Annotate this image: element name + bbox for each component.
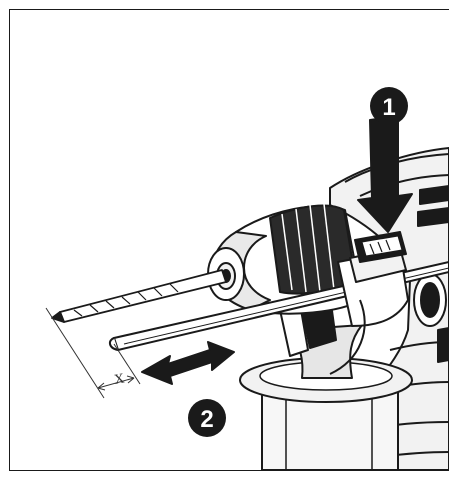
dimension-x — [45, 307, 141, 399]
drill-bit — [51, 269, 227, 323]
step-1-callout: 1 — [370, 87, 408, 125]
depth-stop-clamp — [329, 231, 409, 375]
dimension-x-label: X — [113, 371, 126, 388]
press-down-arrow — [357, 115, 413, 233]
step-2-callout: 2 — [188, 399, 226, 437]
frame-border — [9, 9, 449, 471]
step-1-number: 1 — [382, 94, 395, 121]
chuck — [207, 203, 363, 315]
side-handle — [239, 295, 413, 471]
step-2-number: 2 — [200, 406, 213, 433]
slide-double-arrow — [141, 341, 235, 385]
